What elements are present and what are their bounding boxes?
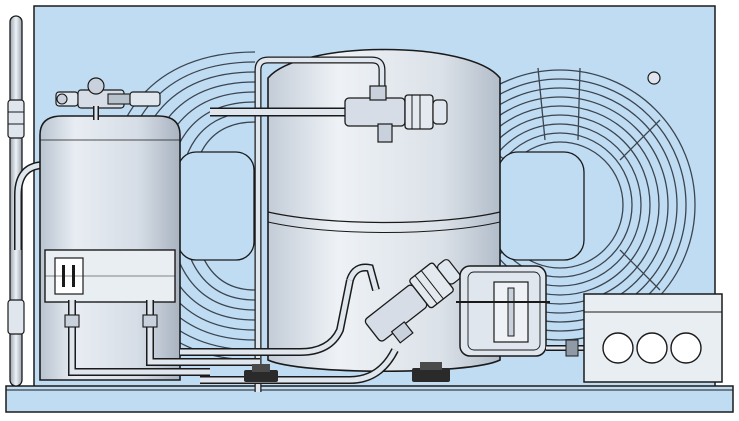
start-capacitor-box: [456, 265, 550, 357]
suction-line: [180, 263, 399, 384]
tank-bottom-pipes: [64, 300, 260, 376]
cable-gland: [565, 339, 579, 357]
electrical-junction-box: [583, 293, 723, 383]
relay-box: [44, 249, 176, 303]
left-coil-opening: [177, 151, 255, 261]
liquid-receiver-tank: [39, 115, 181, 381]
top-service-valve: [344, 85, 448, 143]
three-circle-knockout-icon: [602, 332, 702, 364]
receiver-outlet-valve: [55, 77, 161, 120]
rubber-mounts: [244, 362, 450, 382]
right-coil-opening: [497, 151, 585, 261]
fan-guard-mount-tab: [647, 71, 661, 85]
suction-service-valve: [364, 259, 461, 344]
